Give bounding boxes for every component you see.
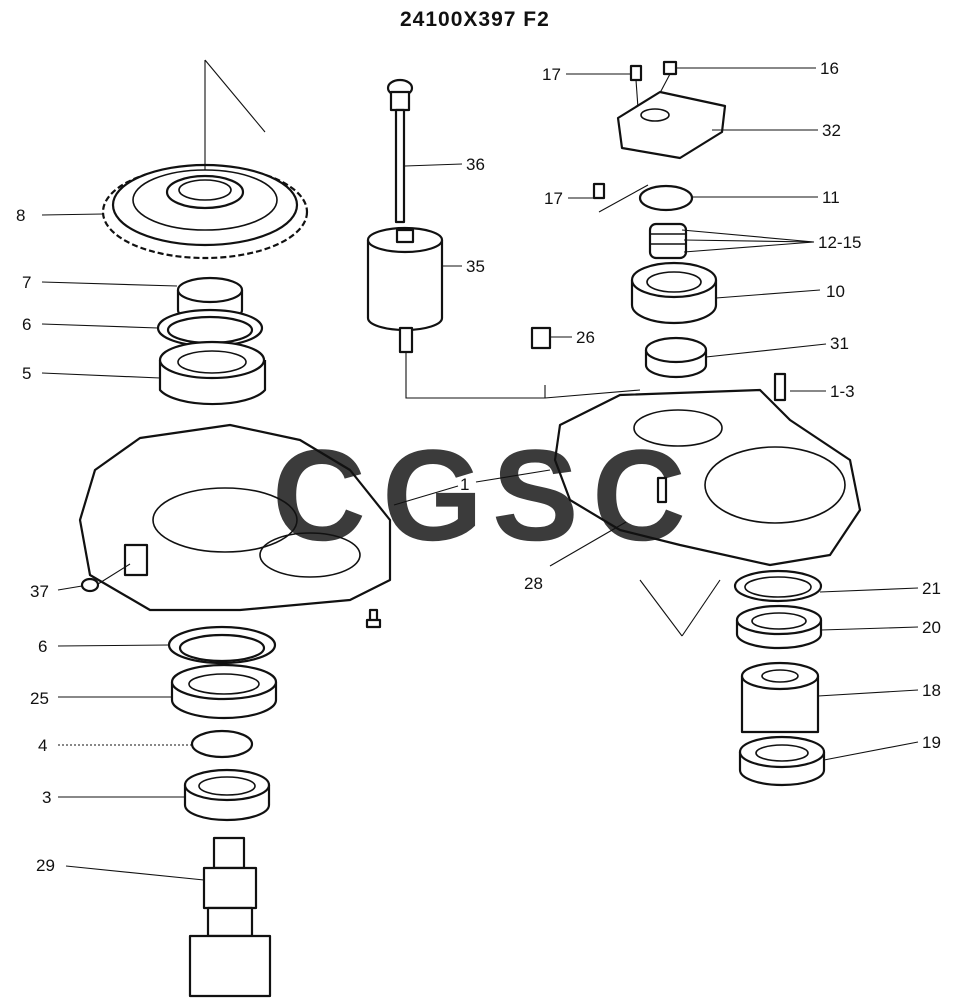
part-6-snap-ring-upper — [156, 308, 264, 348]
label-18: 18 — [922, 681, 941, 700]
leader-12-15a — [681, 229, 815, 243]
leader-12-15b — [683, 239, 815, 243]
label-7: 7 — [22, 273, 31, 292]
leader-10 — [715, 289, 821, 299]
label-1: 1 — [460, 475, 469, 494]
part-26-plug — [530, 326, 552, 350]
watermark-letter-g: G — [382, 422, 483, 568]
label-36: 36 — [466, 155, 485, 174]
part-5-bearing — [158, 340, 267, 406]
part-4-o-ring — [190, 729, 254, 759]
callouts: 8 7 6 5 37 6 25 4 3 29 36 35 26 1 28 17 — [16, 59, 941, 881]
right-housing — [553, 388, 862, 637]
leader-5 — [41, 372, 161, 379]
label-28: 28 — [524, 574, 543, 593]
label-3: 3 — [42, 788, 51, 807]
watermark-letter-c2: C — [592, 422, 686, 568]
part-3-seal — [183, 768, 271, 822]
label-25: 25 — [30, 689, 49, 708]
label-31: 31 — [830, 334, 849, 353]
part-11-plate — [638, 184, 694, 212]
part-37-plug — [80, 577, 100, 593]
part-25-bearing — [170, 663, 278, 720]
part-12-15-springs — [648, 222, 688, 260]
bolt-under-housing — [365, 608, 382, 629]
part-16-cap — [651, 60, 678, 109]
leader-6b — [57, 644, 170, 647]
label-17-top: 17 — [542, 65, 561, 84]
leader-1a — [393, 485, 459, 506]
leader-19 — [823, 741, 919, 761]
leader-36 — [404, 163, 463, 167]
leader-8 — [41, 213, 104, 216]
label-16: 16 — [820, 59, 839, 78]
label-21: 21 — [922, 579, 941, 598]
leader-21 — [819, 587, 919, 593]
leader-31 — [705, 343, 827, 358]
part-19-bearing — [738, 735, 826, 787]
leader-1b — [475, 469, 551, 483]
label-11: 11 — [822, 188, 840, 207]
leader-28 — [549, 521, 627, 567]
label-1-3: 1-3 — [830, 382, 855, 401]
part-1-3-bolt — [773, 372, 787, 402]
part-8-large-gear — [101, 59, 309, 260]
label-20: 20 — [922, 618, 941, 637]
left-housing — [78, 423, 392, 612]
leader-12-15c — [683, 241, 815, 253]
leader-18 — [817, 689, 919, 697]
label-35: 35 — [466, 257, 485, 276]
label-8: 8 — [16, 206, 25, 225]
label-26: 26 — [576, 328, 595, 347]
part-6-snap-ring-lower — [167, 625, 277, 665]
part-21-ring — [733, 569, 823, 603]
diagram-title: 24100X397 F2 — [400, 8, 550, 31]
part-17-bolt-middle — [592, 182, 649, 213]
watermark-letter-c1: C — [272, 422, 366, 568]
label-5: 5 — [22, 364, 31, 383]
leader-37 — [57, 585, 83, 591]
leader-37b — [97, 563, 131, 585]
label-10: 10 — [826, 282, 845, 301]
part-18-pinion-gear — [740, 661, 820, 734]
label-19: 19 — [922, 733, 941, 752]
part-10-bearing — [630, 261, 718, 325]
label-12-15: 12-15 — [818, 233, 861, 252]
label-37: 37 — [30, 582, 49, 601]
label-17-middle: 17 — [544, 189, 563, 208]
leader-7 — [41, 281, 178, 287]
part-17-bolt-top — [629, 64, 643, 109]
label-6-lower: 6 — [38, 637, 47, 656]
part-29-pinion-shaft — [188, 836, 272, 998]
part-36-dipstick — [386, 78, 414, 224]
leader-20 — [820, 626, 919, 631]
leader-6a — [41, 323, 159, 329]
part-32-cover — [616, 90, 727, 160]
cgsc-watermark-logo: C G S C — [272, 422, 686, 568]
label-29: 29 — [36, 856, 55, 875]
part-35-filter — [366, 226, 641, 399]
part-31-seal — [644, 336, 708, 379]
label-4: 4 — [38, 736, 47, 755]
label-6-upper: 6 — [22, 315, 31, 334]
leader-29 — [65, 865, 205, 881]
label-32: 32 — [822, 121, 841, 140]
watermark-letter-s: S — [492, 422, 579, 568]
part-20-bearing — [735, 604, 823, 650]
